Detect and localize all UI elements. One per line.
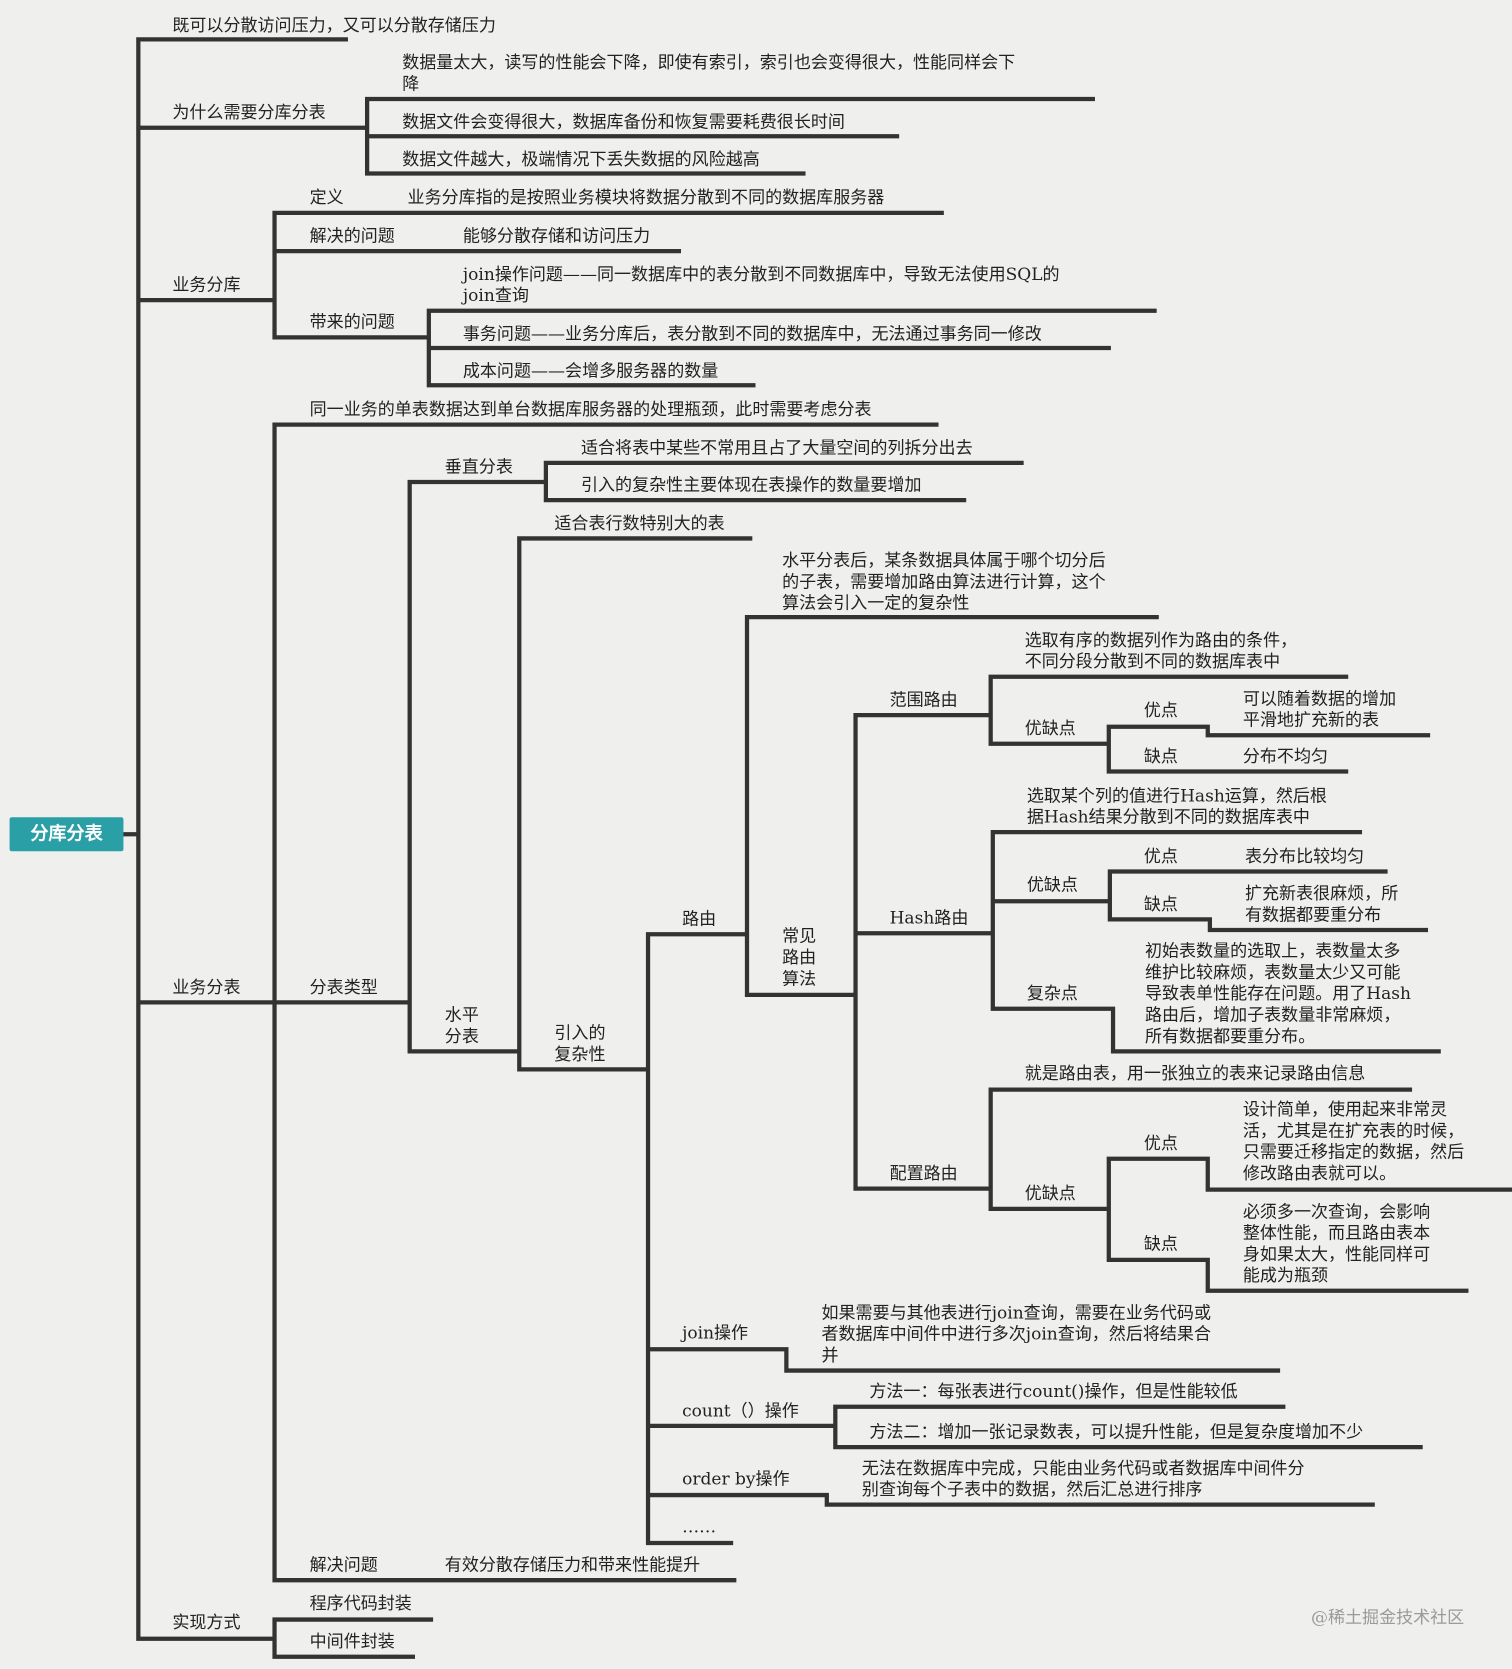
table-split-node: 业务分表 bbox=[172, 976, 241, 998]
why-reason: 数据文件越大，极端情况下丢失数据的风险越高 bbox=[402, 148, 760, 170]
problem-item: 成本问题——会增多服务器的数量 bbox=[462, 360, 719, 381]
problems-label: 带来的问题 bbox=[309, 311, 395, 332]
join-text: 如果需要与其他表进行join查询，需要在业务代码或 者数据库中间件中进行多次jo… bbox=[821, 1302, 1211, 1366]
range-pro-label: 优点 bbox=[1143, 700, 1178, 721]
horizontal-fit: 适合表行数特别大的表 bbox=[554, 512, 725, 534]
implementation-node: 实现方式 bbox=[172, 1612, 241, 1633]
hash-con: 扩充新表很麻烦，所 有数据都要重分布 bbox=[1244, 883, 1399, 925]
config-con-label: 缺点 bbox=[1143, 1233, 1178, 1254]
more-node: …… bbox=[682, 1516, 717, 1537]
hash-pro: 表分布比较均匀 bbox=[1244, 845, 1365, 867]
config-pro: 设计简单，使用起来非常灵 活，尤其是在扩充表的时候， 只需要迁移指定的数据，然后… bbox=[1242, 1099, 1465, 1184]
config-routing-desc: 就是路由表，用一张独立的表来记录路由信息 bbox=[1024, 1063, 1366, 1084]
hash-con-label: 缺点 bbox=[1143, 893, 1178, 915]
solves-label: 解决的问题 bbox=[309, 225, 395, 246]
why-node: 为什么需要分库分表 bbox=[172, 102, 326, 123]
watermark: @稀土掘金技术社区 bbox=[1310, 1606, 1465, 1628]
config-routing-node: 配置路由 bbox=[889, 1163, 958, 1184]
implementation-item: 中间件封装 bbox=[309, 1631, 395, 1652]
hash-routing-desc: 选取某个列的值进行Hash运算，然后根 据Hash结果分散到不同的数据库表中 bbox=[1026, 785, 1327, 827]
hash-pro-label: 优点 bbox=[1143, 845, 1178, 867]
join-node: join操作 bbox=[682, 1322, 749, 1343]
routing-desc: 水平分表后，某条数据具体属于哪个切分后 的子表，需要增加路由算法进行计算，这个 … bbox=[782, 550, 1106, 613]
order-by-text: 无法在数据库中完成，只能由业务代码或者数据库中间件分 别查询每个子表中的数据，然… bbox=[861, 1457, 1305, 1500]
routing-node: 路由 bbox=[682, 908, 717, 929]
split-types-node: 分表类型 bbox=[309, 976, 378, 998]
order-by-node: order by操作 bbox=[682, 1468, 790, 1489]
hash-complex-label: 复杂点 bbox=[1026, 983, 1078, 1004]
range-routing-desc: 选取有序的数据列作为路由的条件， 不同分段分散到不同的数据库表中 bbox=[1024, 629, 1298, 672]
table-split-when: 同一业务的单表数据达到单台数据库服务器的处理瓶颈，此时需要考虑分表 bbox=[309, 399, 872, 420]
solves-text: 能够分散存储和访问压力 bbox=[462, 225, 651, 246]
root-node[interactable]: 分库分表 bbox=[9, 817, 124, 852]
branch-connectors bbox=[121, 37, 1512, 1659]
why-reason: 数据文件会变得很大，数据库备份和恢复需要耗费很长时间 bbox=[402, 111, 845, 132]
range-con: 分布不均匀 bbox=[1242, 745, 1329, 767]
hash-pros-cons: 优缺点 bbox=[1026, 874, 1078, 895]
hash-routing-node: Hash路由 bbox=[889, 907, 969, 928]
count-method: 方法二：增加一张记录数表，可以提升性能，但是复杂度增加不少 bbox=[869, 1421, 1364, 1442]
horizontal-split-node: 水平 分表 bbox=[444, 1004, 479, 1047]
hash-complex-text: 初始表数量的选取上，表数量太多 维护比较麻烦，表数量太少又可能 导致表单性能存在… bbox=[1144, 940, 1412, 1047]
problem-item: 事务问题——业务分库后，表分散到不同的数据库中，无法通过事务同一修改 bbox=[462, 323, 1042, 344]
range-pros-cons: 优缺点 bbox=[1024, 718, 1076, 739]
definition-text: 业务分库指的是按照业务模块将数据分散到不同的数据库服务器 bbox=[407, 187, 885, 208]
db-split-node: 业务分库 bbox=[172, 274, 241, 295]
problem-item: join操作问题——同一数据库中的表分散到不同数据库中，导致无法使用SQL的 j… bbox=[462, 263, 1060, 306]
range-pro: 可以随着数据的增加 平滑地扩充新的表 bbox=[1242, 688, 1397, 730]
table-solves-text: 有效分散存储压力和带来性能提升 bbox=[444, 1554, 701, 1575]
definition-label: 定义 bbox=[309, 187, 344, 208]
range-con-label: 缺点 bbox=[1143, 745, 1178, 767]
range-routing-node: 范围路由 bbox=[889, 689, 958, 710]
benefit-node: 既可以分散访问压力，又可以分散存储压力 bbox=[172, 14, 496, 36]
routing-algorithms-node: 常见 路由 算法 bbox=[782, 925, 817, 989]
complexity-node: 引入的 复杂性 bbox=[554, 1022, 606, 1065]
why-reason: 数据量太大，读写的性能会下降，即使有索引，索引也会变得很大，性能同样会下 降 bbox=[402, 52, 1016, 94]
config-pros-cons: 优缺点 bbox=[1024, 1183, 1076, 1204]
count-method: 方法一：每张表进行count()操作，但是性能较低 bbox=[869, 1381, 1238, 1402]
table-solves-label: 解决问题 bbox=[309, 1554, 378, 1575]
vertical-split-node: 垂直分表 bbox=[444, 456, 513, 477]
vertical-item: 引入的复杂性主要体现在表操作的数量要增加 bbox=[580, 474, 922, 495]
implementation-item: 程序代码封装 bbox=[309, 1592, 412, 1614]
config-con: 必须多一次查询，会影响 整体性能，而且路由表本 身如果太大，性能同样可 能成为瓶… bbox=[1242, 1201, 1431, 1286]
count-node: count（）操作 bbox=[682, 1400, 799, 1421]
vertical-item: 适合将表中某些不常用且占了大量空间的列拆分出去 bbox=[580, 437, 973, 458]
config-pro-label: 优点 bbox=[1143, 1133, 1178, 1154]
